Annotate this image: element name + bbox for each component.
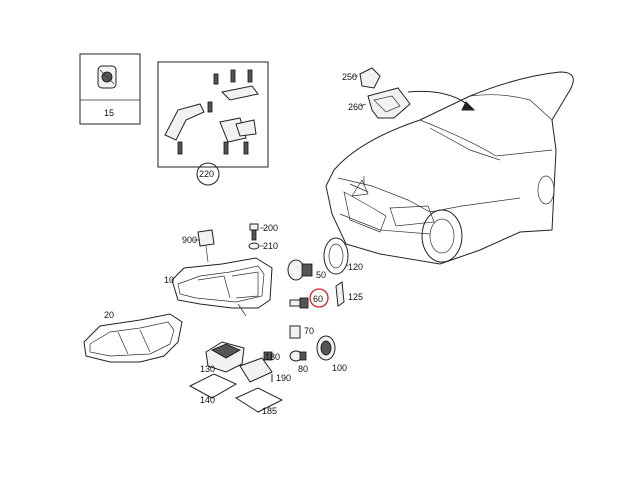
callout-260: 260 [348, 102, 363, 112]
part-250-260: 250 260 [342, 67, 476, 119]
cover-cap-120: 120 [323, 237, 363, 275]
callout-220: 220 [199, 169, 214, 179]
part-220-screws [177, 69, 253, 155]
callout-140: 140 [200, 395, 215, 405]
callout-900: 900 [182, 235, 197, 245]
headlamp-housing-10: 10 [164, 257, 273, 317]
callout-130: 130 [200, 364, 215, 374]
callout-180: 180 [265, 352, 280, 362]
callout-100: 100 [332, 363, 347, 373]
cap-100: 100 [316, 335, 347, 373]
part-220-brackets [164, 85, 259, 143]
callout-70: 70 [304, 326, 314, 336]
bulb-60: 60 [289, 288, 329, 309]
gasket-125: 125 [335, 281, 363, 307]
headlamp-lens-20: 20 [83, 310, 183, 363]
callout-80: 80 [298, 364, 308, 374]
part-15-icon [97, 65, 117, 89]
callout-210: 210 [263, 241, 278, 251]
callout-250: 250 [342, 72, 357, 82]
bulb-50: 50 [287, 259, 326, 281]
callout-10: 10 [164, 275, 174, 285]
callout-60: 60 [313, 294, 323, 304]
car-outline [325, 71, 574, 265]
gasket-140: 140 [188, 373, 238, 405]
headlamp-small-parts: 900 200 210 [182, 223, 278, 263]
callout-15: 15 [104, 108, 114, 118]
callout-125: 125 [348, 292, 363, 302]
part-220-box: 220 [157, 61, 269, 186]
callout-190: 190 [276, 373, 291, 383]
callout-120: 120 [348, 262, 363, 272]
gasket-185: 185 [234, 387, 284, 416]
callout-200: 200 [263, 223, 278, 233]
arrow-icon [461, 101, 476, 111]
module-180: 180 190 [239, 351, 291, 383]
bulb-80: 80 [289, 350, 308, 374]
control-unit-130: 130 [200, 341, 245, 374]
socket-70: 70 [289, 325, 314, 339]
highlight-ring [309, 288, 329, 308]
callout-185: 185 [262, 406, 277, 416]
part-15-box: 15 [79, 53, 141, 125]
callout-50: 50 [316, 270, 326, 280]
callout-20: 20 [104, 310, 114, 320]
